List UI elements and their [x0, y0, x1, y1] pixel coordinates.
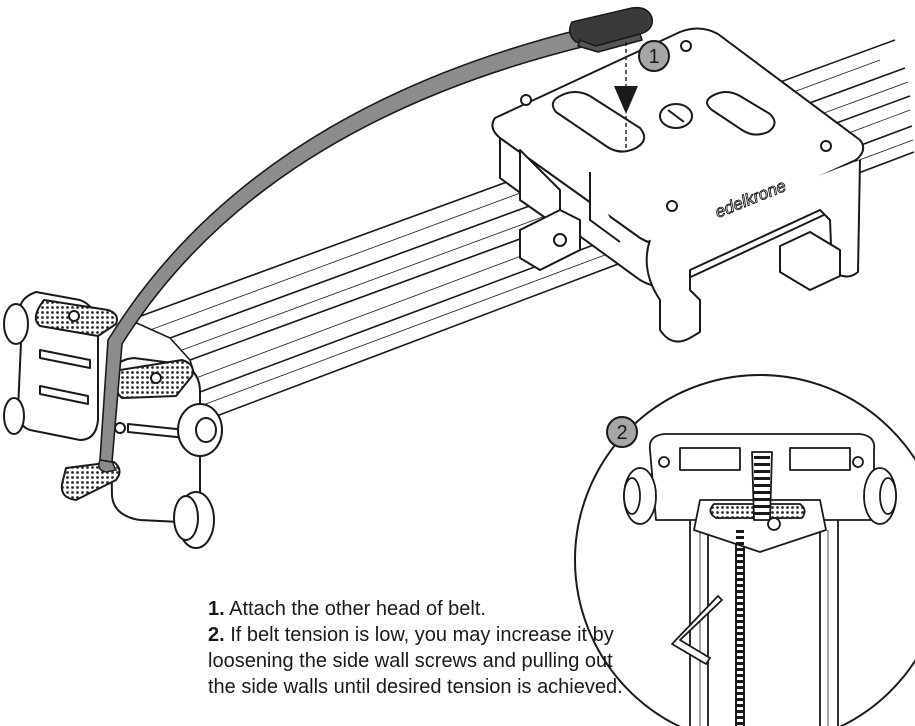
- belt-tooth: [736, 566, 744, 569]
- callout-2-number: 2: [616, 422, 627, 444]
- belt-tooth: [736, 662, 744, 665]
- belt-tooth: [736, 590, 744, 593]
- belt-tooth: [754, 484, 770, 487]
- belt-tooth: [736, 596, 744, 599]
- carriage: edelkrone: [491, 27, 865, 343]
- belt-tooth: [754, 463, 770, 466]
- belt-tooth: [754, 498, 770, 501]
- belt-tooth: [754, 456, 770, 459]
- belt-tooth: [736, 704, 744, 707]
- step-2-number: 2.: [208, 624, 225, 646]
- belt-tooth: [736, 548, 744, 551]
- belt-tooth: [736, 686, 744, 689]
- belt-tooth: [736, 626, 744, 629]
- belt-tooth: [736, 560, 744, 563]
- step-2-text-line-3: the side walls until desired tension is …: [208, 676, 623, 698]
- callout-1-number: 1: [648, 46, 659, 68]
- step-1: 1. Attach the other head of belt.: [208, 596, 768, 622]
- belt-tooth: [736, 650, 744, 653]
- belt-tooth: [736, 584, 744, 587]
- timing-belt: [98, 27, 595, 473]
- belt-tooth: [736, 542, 744, 545]
- belt-tooth: [736, 680, 744, 683]
- belt-tooth: [736, 698, 744, 701]
- end-cap: [3, 291, 223, 549]
- belt-tooth: [736, 692, 744, 695]
- belt-head: [568, 6, 654, 53]
- belt-tooth: [736, 620, 744, 623]
- step-2-text-line-2: loosening the side wall screws and pulli…: [208, 650, 613, 672]
- belt-tooth: [754, 491, 770, 494]
- belt-tooth: [736, 656, 744, 659]
- belt-tooth: [736, 668, 744, 671]
- belt-tooth: [754, 505, 770, 508]
- belt-tooth: [736, 716, 744, 719]
- belt-tooth: [736, 602, 744, 605]
- belt-tooth: [736, 722, 744, 725]
- belt-tooth: [736, 578, 744, 581]
- belt-tooth: [736, 572, 744, 575]
- insert-arrow: [614, 42, 638, 150]
- belt-tooth: [736, 644, 744, 647]
- belt-tooth: [754, 470, 770, 473]
- belt-tooth: [736, 710, 744, 713]
- belt-tooth: [736, 530, 744, 533]
- belt-teeth: [736, 456, 770, 725]
- step-2-text: If belt tension is low, you may increase…: [224, 624, 614, 646]
- belt-tooth: [736, 632, 744, 635]
- step-2: 2. If belt tension is low, you may incre…: [208, 622, 768, 648]
- step-1-text: Attach the other head of belt.: [224, 598, 486, 620]
- step-1-number: 1.: [208, 598, 225, 620]
- belt-tooth: [754, 477, 770, 480]
- step-2-line-2: loosening the side wall screws and pulli…: [208, 648, 768, 674]
- step-2-line-3: the side walls until desired tension is …: [208, 674, 768, 700]
- belt-tooth: [736, 674, 744, 677]
- instructions: 1. Attach the other head of belt. 2. If …: [208, 596, 768, 700]
- callout-1: 1: [638, 40, 670, 72]
- belt-tooth: [736, 614, 744, 617]
- belt-tooth: [736, 638, 744, 641]
- belt-tooth: [736, 608, 744, 611]
- detail-view: [574, 374, 915, 726]
- callout-2: 2: [606, 416, 638, 448]
- belt-tooth: [736, 554, 744, 557]
- belt-tooth: [736, 536, 744, 539]
- belt-tooth: [754, 512, 770, 515]
